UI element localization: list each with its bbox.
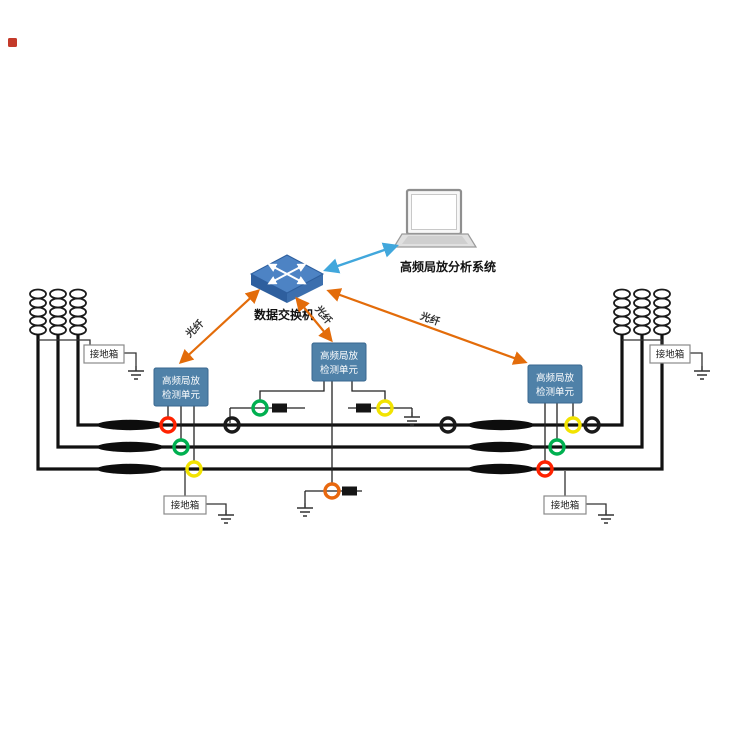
sensor-ring-yellow <box>376 399 394 417</box>
sensor-ring-orange <box>323 482 341 500</box>
sensor-ring-red <box>159 416 177 434</box>
ground-box-label: 接地箱 <box>656 349 685 361</box>
cable-middle <box>56 334 644 449</box>
analysis-system-label: 高频局放分析系统 <box>400 259 496 274</box>
cable-joint <box>97 419 163 431</box>
sensor-ring-green <box>548 438 566 456</box>
ground-box-bottom-left: 接地箱 <box>163 495 207 515</box>
detection-unit-left: 高频局放 检测单元 <box>153 367 209 407</box>
ground-symbol <box>127 365 145 380</box>
ground-symbol <box>693 365 711 380</box>
cable-joint <box>97 463 163 475</box>
cable-joint <box>97 441 163 453</box>
detection-unit-label-line2: 检测单元 <box>162 389 201 401</box>
ground-symbol <box>217 509 235 524</box>
cable-joint <box>468 441 534 453</box>
coupler-block <box>342 486 357 496</box>
sensor-ring-black <box>223 416 241 434</box>
cable-joint <box>468 419 534 431</box>
ground-box-label: 接地箱 <box>551 500 580 512</box>
sensor-ring-yellow <box>185 460 203 478</box>
sensor-ring-green <box>251 399 269 417</box>
fiber-label-left: 光纤 <box>182 317 206 341</box>
laptop-icon <box>392 188 478 248</box>
cable-termination-left <box>29 288 87 336</box>
fiber-link-middle <box>295 296 333 343</box>
ground-symbol <box>597 509 615 524</box>
detection-unit-label-line2: 检测单元 <box>320 364 359 376</box>
fiber-link-right <box>326 288 528 365</box>
cable-termination-right <box>613 288 671 336</box>
fiber-label-middle: 光纤 <box>312 302 335 327</box>
data-link-arrow <box>323 242 399 274</box>
power-cables <box>36 334 664 471</box>
sensor-ring-yellow <box>564 416 582 434</box>
detection-unit-label-line1: 高频局放 <box>162 375 201 387</box>
sensor-wires <box>167 381 574 503</box>
cable-bottom <box>36 334 664 471</box>
ground-box-top-right: 接地箱 <box>649 344 691 364</box>
ground-leads <box>38 339 703 510</box>
ground-symbol <box>296 502 314 517</box>
sensor-rings <box>159 399 601 500</box>
ground-box-label: 接地箱 <box>171 500 200 512</box>
detection-unit-label-line1: 高频局放 <box>536 372 575 384</box>
detection-unit-middle: 高频局放 检测单元 <box>311 342 367 382</box>
switch-icon <box>249 254 325 303</box>
cable-joint <box>468 463 534 475</box>
sensor-ring-black <box>439 416 457 434</box>
coupler-block <box>272 403 287 413</box>
cable-top <box>76 334 624 427</box>
ground-box-top-left: 接地箱 <box>83 344 125 364</box>
sensor-ring-green <box>172 438 190 456</box>
detection-unit-right: 高频局放 检测单元 <box>527 364 583 404</box>
sensor-ring-black <box>583 416 601 434</box>
ground-box-bottom-right: 接地箱 <box>543 495 587 515</box>
fiber-link-left <box>178 289 261 364</box>
ground-box-label: 接地箱 <box>90 349 119 361</box>
cable-joints <box>97 419 534 475</box>
ground-symbol <box>403 411 421 426</box>
detection-unit-label-line2: 检测单元 <box>536 386 575 398</box>
coupler-block <box>356 403 371 413</box>
detection-unit-label-line1: 高频局放 <box>320 350 359 362</box>
sensor-ring-red <box>536 460 554 478</box>
corner-artifact <box>8 38 17 47</box>
